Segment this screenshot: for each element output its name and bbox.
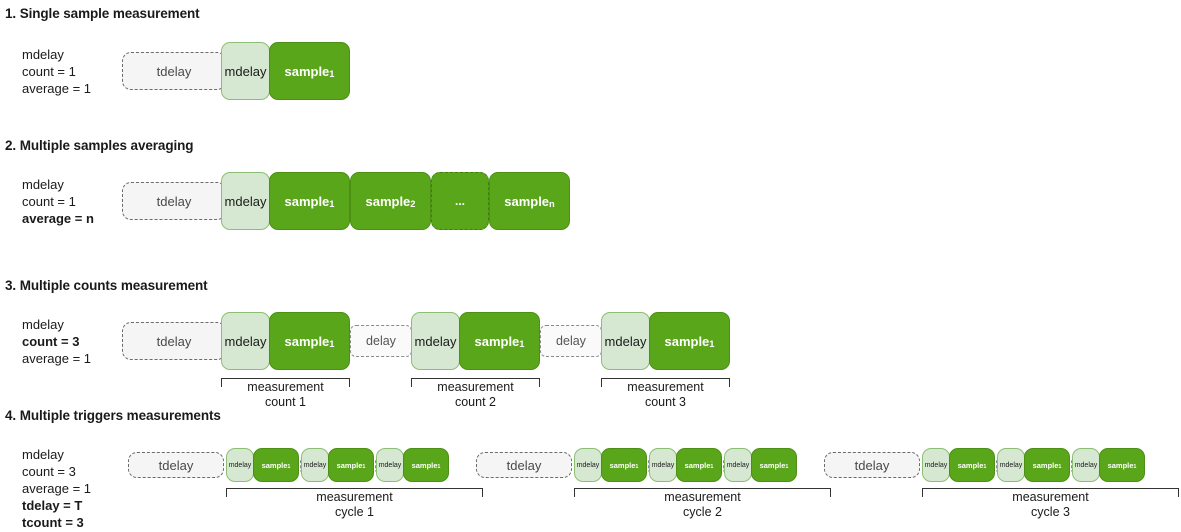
box-label: mdelay: [303, 461, 327, 469]
box-label: sample: [261, 460, 288, 470]
box-label: sample: [957, 460, 984, 470]
timeline-box-tdelay[interactable]: tdelay: [824, 452, 920, 478]
timeline-box-mdelay[interactable]: mdelay: [574, 448, 602, 482]
measurement-bracket-label: measurement cycle 2: [574, 490, 831, 520]
timeline-box-mdelay[interactable]: mdelay: [724, 448, 752, 482]
param-line: mdelay: [22, 317, 64, 332]
param-line: average = 1: [22, 81, 92, 96]
bracket-label-line1: measurement: [664, 490, 741, 504]
timeline-box-mdelay[interactable]: mdelay: [301, 448, 329, 482]
param-line: tdelay = T: [22, 498, 83, 513]
box-label: tdelay: [158, 457, 194, 473]
measurement-bracket: [922, 488, 1179, 497]
bracket-label-line2: count 3: [644, 395, 686, 409]
bracket-label-line1: measurement: [627, 380, 704, 394]
measurement-bracket: [411, 378, 540, 387]
param-line: mdelay: [22, 447, 64, 462]
bracket-label-line1: measurement: [437, 380, 514, 394]
measurement-bracket: [601, 378, 730, 387]
measurement-bracket: [226, 488, 483, 497]
measurement-bracket-label: measurement cycle 1: [226, 490, 483, 520]
box-label: sample: [684, 460, 711, 470]
box-label: mdelay: [1074, 461, 1098, 469]
box-label: mdelay: [378, 461, 402, 469]
section-heading-2: 2. Multiple samples averaging: [5, 138, 194, 153]
bracket-label-line1: measurement: [1012, 490, 1089, 504]
timeline-box-tdelay[interactable]: tdelay: [128, 452, 224, 478]
section-params-1: mdelay count = 1 average = 1: [22, 46, 91, 97]
bracket-label-line1: measurement: [316, 490, 393, 504]
box-label: sample: [759, 460, 786, 470]
section-params-4: mdelay count = 3 average = 1 tdelay = T …: [22, 446, 91, 531]
measurement-bracket: [574, 488, 831, 497]
timeline-box-mdelay[interactable]: mdelay: [376, 448, 404, 482]
box-label: sample: [411, 460, 438, 470]
measurement-bracket-label: measurement count 2: [411, 380, 540, 410]
box-label: sample: [1107, 460, 1134, 470]
timeline-box-tdelay[interactable]: tdelay: [476, 452, 572, 478]
box-label: sample: [609, 460, 636, 470]
bracket-label-line2: cycle 3: [1031, 505, 1070, 519]
param-line: count = 1: [22, 64, 76, 79]
section-params-2: mdelay count = 1 average = n: [22, 176, 94, 227]
param-line: count = 3: [22, 334, 80, 349]
timeline-box-mdelay[interactable]: mdelay: [226, 448, 254, 482]
param-line: average = n: [22, 211, 94, 226]
measurement-bracket-label: measurement count 1: [221, 380, 350, 410]
param-line: mdelay: [22, 47, 64, 62]
box-label: sample: [1032, 460, 1059, 470]
section-heading-3: 3. Multiple counts measurement: [5, 278, 208, 293]
bracket-label-line1: measurement: [247, 380, 324, 394]
timeline-box-mdelay[interactable]: mdelay: [649, 448, 677, 482]
box-label: sample: [336, 460, 363, 470]
param-line: count = 1: [22, 194, 76, 209]
box-label: mdelay: [726, 461, 750, 469]
param-line: average = 1: [22, 481, 92, 496]
measurement-bracket-label: measurement count 3: [601, 380, 730, 410]
box-label: tdelay: [854, 457, 890, 473]
bracket-label-line2: count 2: [454, 395, 496, 409]
box-label: mdelay: [576, 461, 600, 469]
timeline-box-mdelay[interactable]: mdelay: [922, 448, 950, 482]
timeline-box-mdelay[interactable]: mdelay: [997, 448, 1025, 482]
measurement-bracket: [221, 378, 350, 387]
box-label: mdelay: [999, 461, 1023, 469]
measurement-bracket-label: measurement cycle 3: [922, 490, 1179, 520]
box-label: mdelay: [228, 461, 252, 469]
section-heading-4: 4. Multiple triggers measurements: [5, 408, 221, 423]
bracket-label-line2: cycle 2: [683, 505, 722, 519]
bracket-label-line2: count 1: [264, 395, 306, 409]
param-line: mdelay: [22, 177, 64, 192]
box-label: mdelay: [924, 461, 948, 469]
section-params-3: mdelay count = 3 average = 1: [22, 316, 91, 367]
param-line: average = 1: [22, 351, 92, 366]
box-label: mdelay: [651, 461, 675, 469]
timeline-box-mdelay[interactable]: mdelay: [1072, 448, 1100, 482]
section-heading-1: 1. Single sample measurement: [5, 6, 200, 21]
bracket-label-line2: cycle 1: [335, 505, 374, 519]
box-label: tdelay: [506, 457, 542, 473]
param-line: tcount = 3: [22, 515, 84, 530]
param-line: count = 3: [22, 464, 76, 479]
